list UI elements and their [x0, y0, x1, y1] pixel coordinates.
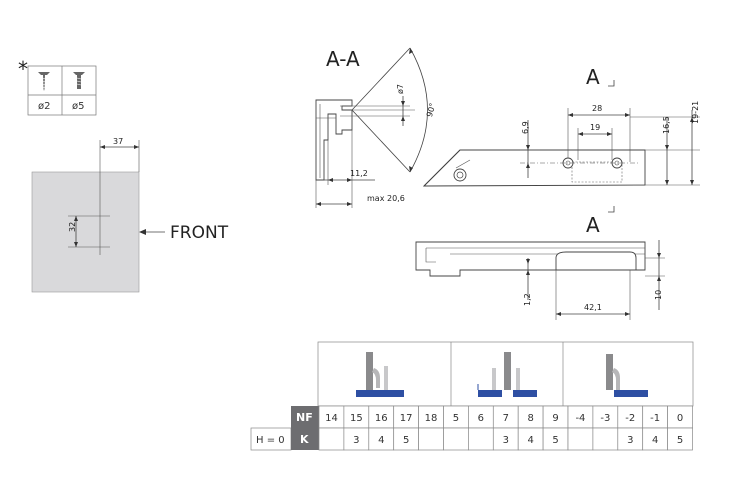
dim-max-20-6: max 20,6 [367, 194, 405, 203]
table-cell [592, 427, 619, 451]
nf-value: -2 [625, 413, 635, 424]
bottom-view: A 1,2 42,1 10 [415, 206, 665, 320]
plate-view: 37 32 FRONT [31, 137, 229, 293]
k-label: K [300, 433, 309, 446]
nf-value: 9 [552, 413, 558, 424]
dim-10: 10 [654, 290, 663, 300]
nf-value: 8 [527, 413, 533, 424]
section-marker-top: A [586, 65, 600, 89]
k-value: 5 [552, 435, 558, 446]
table-cell [418, 427, 444, 451]
k-value: 5 [677, 435, 683, 446]
row-h-label: H = 0 [256, 435, 285, 446]
nf-value: -3 [600, 413, 610, 424]
nf-value: 5 [453, 413, 459, 424]
k-value: 5 [403, 435, 409, 446]
dim-42-1: 42,1 [584, 303, 602, 312]
nf-value: 16 [375, 413, 388, 424]
nf-header-cell [291, 406, 319, 428]
k-value: 3 [503, 435, 509, 446]
dim-37: 37 [113, 137, 123, 146]
k-header-cell [291, 428, 319, 450]
table-cell [567, 427, 594, 451]
dim-19: 19 [590, 123, 600, 132]
full-overlay-hinge-icon [356, 352, 404, 397]
asterisk-marker: * [18, 57, 28, 81]
k-value: 4 [378, 435, 384, 446]
dim-1-2: 1,2 [523, 293, 532, 306]
dim-11-2: 11,2 [350, 169, 368, 178]
screw-table: * ø2 ø5 [18, 57, 97, 116]
dim-diameter-7: ø7 [396, 84, 405, 94]
table-cells: 14 15 16 17 18 5 6 7 8 9 -4 -3 -2 -1 0 3 4 5 3 4 5 3 4 5 [318, 405, 693, 451]
nf-value: 14 [325, 413, 338, 424]
nf-label: NF [296, 411, 313, 424]
dim-16-5: 16,5 [662, 116, 671, 134]
mounting-plate [31, 171, 140, 293]
table-cell [318, 427, 345, 451]
section-aa: A-A ø7 90° 11,2 max 20,6 [315, 47, 437, 208]
front-label: FRONT [170, 223, 229, 243]
table-cell [443, 427, 469, 451]
screw-label-1: ø2 [38, 101, 50, 112]
wood-screw-icon [38, 72, 50, 91]
side-view: A 28 19 6,9 16,5 [422, 65, 700, 187]
dim-28: 28 [592, 104, 602, 113]
dim-6-9: 6,9 [521, 121, 530, 134]
nf-value: 17 [400, 413, 413, 424]
nf-value: 18 [425, 413, 438, 424]
dim-angle-90: 90° [425, 102, 437, 118]
k-value: 4 [652, 435, 658, 446]
dim-32: 32 [68, 222, 77, 232]
dim-19-21: 19-21 [691, 101, 700, 124]
nf-value: 0 [677, 413, 683, 424]
half-overlay-hinge-icon [477, 352, 537, 397]
section-marker-bottom: A [586, 213, 600, 237]
k-value: 3 [353, 435, 359, 446]
nf-value: 7 [503, 413, 509, 424]
nf-value: 15 [350, 413, 363, 424]
table-cell [468, 427, 494, 451]
screw-label-2: ø5 [72, 101, 84, 112]
overlay-table: H = 0 NF K 14 15 16 17 18 5 6 7 8 9 -4 -3 -2 -1 0 3 4 5 3 4… [250, 341, 694, 451]
euro-screw-icon [73, 72, 85, 89]
inset-hinge-icon [606, 354, 648, 397]
nf-value: -1 [650, 413, 660, 424]
nf-value: -4 [575, 413, 585, 424]
k-value: 4 [527, 435, 533, 446]
nf-value: 6 [478, 413, 484, 424]
section-aa-title: A-A [326, 47, 360, 71]
table-cell [667, 427, 693, 451]
k-value: 3 [627, 435, 633, 446]
